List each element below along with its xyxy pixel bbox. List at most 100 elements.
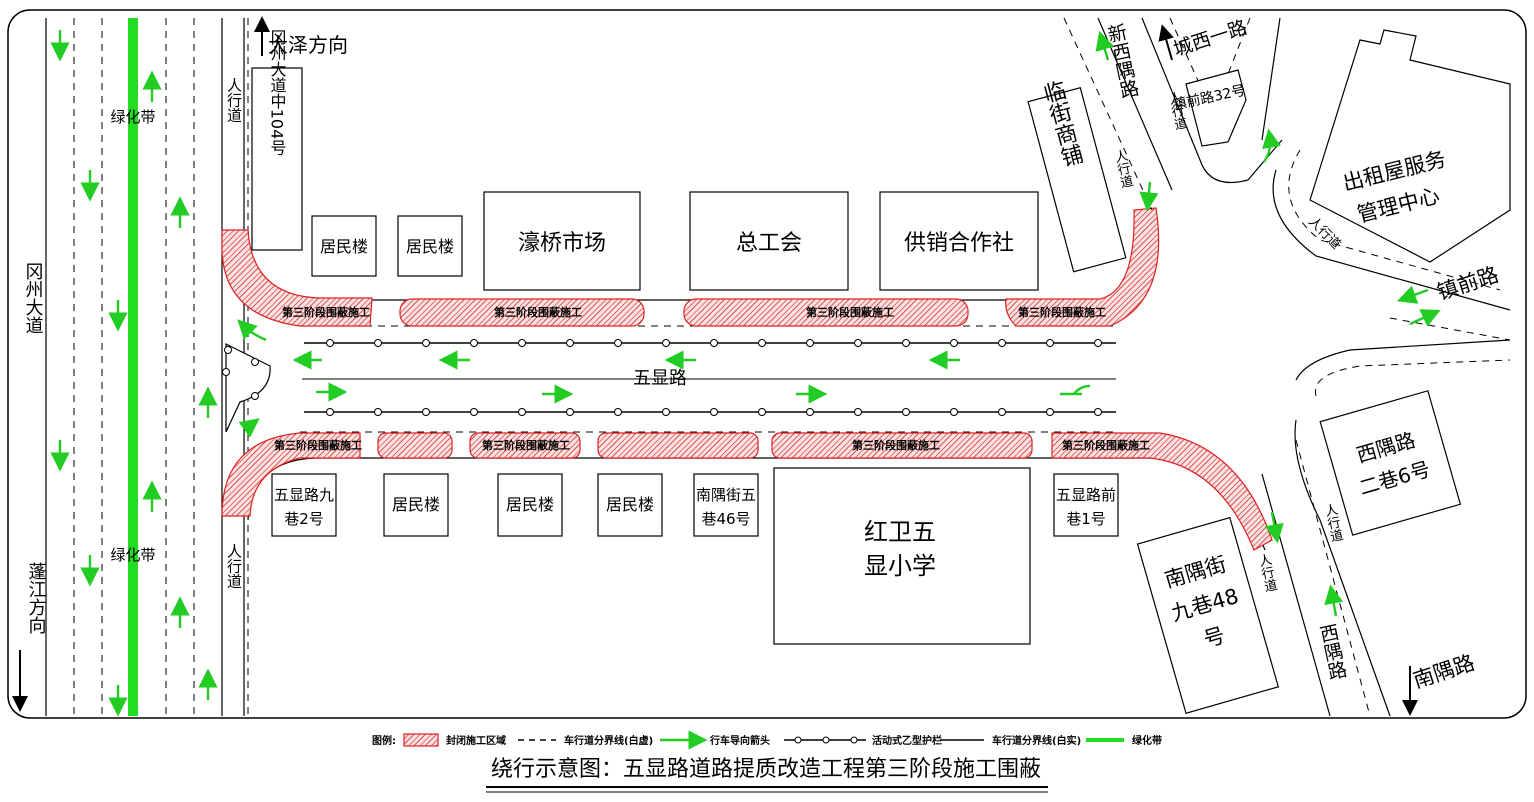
building-haoqiao-market (483, 191, 641, 291)
barrier-post (806, 339, 814, 347)
sidewalk-label-nw: 人行道 (225, 78, 243, 123)
legend-barrier: 活动式乙型护栏 (872, 734, 942, 747)
barrier-post (710, 339, 718, 347)
vertical-traffic-arrows (50, 30, 218, 717)
building-residential-n1 (311, 215, 377, 277)
building-nanyu-5-46-line2: 巷46号 (701, 510, 750, 528)
barrier-post (854, 408, 862, 416)
building-wuxianqian-1 (1053, 473, 1119, 537)
building-wuxianqian-1-line2: 巷1号 (1066, 510, 1106, 528)
building-wuxian-9-2 (271, 473, 337, 537)
legend-lane-dashed: 车行道分界线(白虚) (564, 734, 653, 747)
bottom-direction-label: 蓬江方向 (26, 562, 47, 634)
street-xinxiyu-label: 新西隅路 (1103, 21, 1140, 100)
barrier-post (662, 408, 670, 416)
construction-zones (221, 207, 1273, 551)
construction-label-1: 第三阶段围蔽施工 (282, 305, 370, 319)
sidewalk-label-se1: 人行道 (1255, 552, 1278, 594)
barrier-post (998, 339, 1006, 347)
barrier-post (758, 339, 766, 347)
legend-closed-area: 封闭施工区域 (446, 734, 506, 747)
barrier-post (518, 408, 526, 416)
barrier-post (710, 408, 718, 416)
sidewalk-label-ne1: 人行道 (1111, 148, 1134, 190)
building-residential-s3-label: 居民楼 (606, 495, 654, 514)
building-nanyu-5-46 (693, 473, 759, 537)
barrier-post (326, 408, 334, 416)
barrier-post (950, 339, 958, 347)
barrier-post (614, 408, 622, 416)
barrier-posts (326, 339, 1102, 416)
building-hongwei-school-line2: 显小学 (864, 552, 936, 580)
building-residential-s2-label: 居民楼 (506, 495, 554, 514)
sidewalk-label-sw: 人行道 (225, 544, 243, 589)
barrier-post (518, 339, 526, 347)
building-hongwei-school (773, 467, 1031, 645)
sidewalk-label-se2: 人行道 (1321, 502, 1344, 544)
legend-lane-solid: 车行道分界线(白实) (992, 734, 1081, 747)
construction-label-7: 第三阶段围蔽施工 (852, 438, 940, 452)
building-nanyu-48: 南隅街 九巷48 号 (1136, 516, 1280, 715)
main-road-label: 五显路 (633, 368, 687, 389)
barrier-post (1094, 408, 1102, 416)
barrier-post (566, 408, 574, 416)
barrier-post (374, 408, 382, 416)
barrier-post (854, 339, 862, 347)
barrier-post (422, 408, 430, 416)
building-linjie: 临街商铺 (1027, 78, 1127, 273)
barrier-post (758, 408, 766, 416)
barrier-post (566, 339, 574, 347)
barrier-post (1046, 408, 1054, 416)
building-residential-s1-label: 居民楼 (392, 495, 440, 514)
building-supply-coop-label: 供销合作社 (904, 231, 1014, 256)
building-zhenqian-32 (1185, 69, 1247, 147)
barrier-post (614, 339, 622, 347)
main-road-vertical-label: 冈州大道 (23, 262, 44, 334)
diagram-caption: 绕行示意图：五显路道路提质改造工程第三阶段施工围蔽 (491, 757, 1041, 782)
barrier-post (662, 339, 670, 347)
building-haoqiao-market-label: 濠桥市场 (518, 231, 606, 256)
barrier-post (326, 339, 334, 347)
building-supply-coop (879, 191, 1039, 291)
building-nanyu-5-46-line1: 南隅街五 (696, 486, 756, 504)
building-rental-service (1309, 29, 1511, 263)
barrier-post (470, 339, 478, 347)
street-chengxi1-arrow (1158, 24, 1174, 61)
barrier-post (998, 408, 1006, 416)
barrier-post (422, 339, 430, 347)
sidewalk-label-ne3: 人行道 (1305, 214, 1343, 252)
building-hongwei-school-line1: 红卫五 (864, 518, 936, 546)
building-residential-n1-label: 居民楼 (320, 237, 368, 256)
barrier-post (902, 408, 910, 416)
building-wuxianqian-1-line1: 五显路前 (1056, 486, 1116, 504)
traffic-island (225, 343, 271, 433)
building-trade-union-label: 总工会 (736, 231, 802, 256)
barrier-post (1094, 339, 1102, 347)
barrier-post (374, 339, 382, 347)
building-wuxian-9-2-line2: 巷2号 (284, 510, 324, 528)
legend: 图例: 封闭施工区域 车行道分界线(白虚) 行车导向箭头 活动式乙型护栏 车行道… (372, 730, 1162, 750)
legend-hatch-swatch (403, 733, 439, 747)
gangzhou-avenue (45, 18, 249, 716)
construction-label-2: 第三阶段围蔽施工 (494, 305, 582, 319)
construction-label-4: 第三阶段围蔽施工 (1018, 305, 1106, 319)
barrier-post (806, 408, 814, 416)
building-xiyu-6: 西隅路 二巷6号 (1319, 390, 1462, 536)
construction-label-6: 第三阶段围蔽施工 (482, 438, 570, 452)
ne-roads (1063, 17, 1511, 717)
construction-label-8: 第三阶段围蔽施工 (1062, 438, 1150, 452)
green-belt-label-top: 绿化带 (110, 108, 155, 126)
building-residential-n2-label: 居民楼 (406, 237, 454, 256)
legend-title: 图例: (372, 734, 396, 747)
barrier-post (1046, 339, 1054, 347)
barrier-post (950, 408, 958, 416)
building-104 (251, 67, 303, 251)
barrier-post (902, 339, 910, 347)
green-belt-strip (128, 18, 138, 716)
street-xiyu-label: 西隅路 (1315, 622, 1348, 682)
barrier-post (470, 408, 478, 416)
building-residential-s1 (383, 473, 449, 537)
building-residential-n2 (397, 215, 463, 277)
legend-green-belt: 绿化带 (1132, 734, 1162, 747)
